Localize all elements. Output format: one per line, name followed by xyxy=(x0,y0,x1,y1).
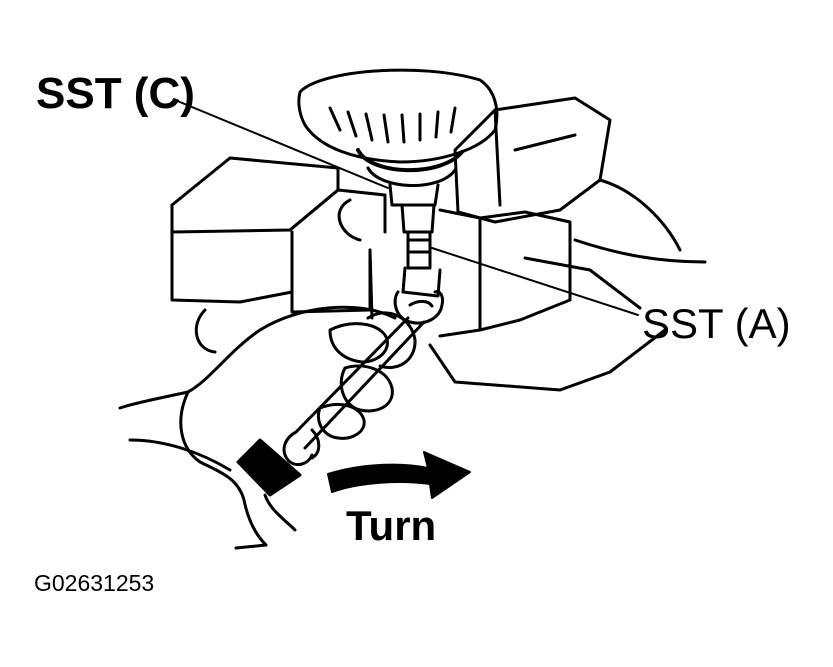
callout-sst-c: SST (C) xyxy=(36,69,195,118)
figure-code: G02631253 xyxy=(34,570,155,596)
leader-line-sst-c xyxy=(174,99,389,189)
turn-arrow xyxy=(327,451,471,499)
drill-head xyxy=(297,68,499,207)
sst-shaft xyxy=(393,203,444,325)
hands xyxy=(118,305,417,550)
callout-sst-a: SST (A) xyxy=(642,300,791,347)
wrench-handle xyxy=(236,316,426,497)
callout-turn: Turn xyxy=(346,502,437,549)
vise-body xyxy=(170,156,667,392)
leader-lines xyxy=(174,99,639,316)
leader-line-sst-a xyxy=(431,247,639,316)
vise-jaw xyxy=(453,96,707,264)
